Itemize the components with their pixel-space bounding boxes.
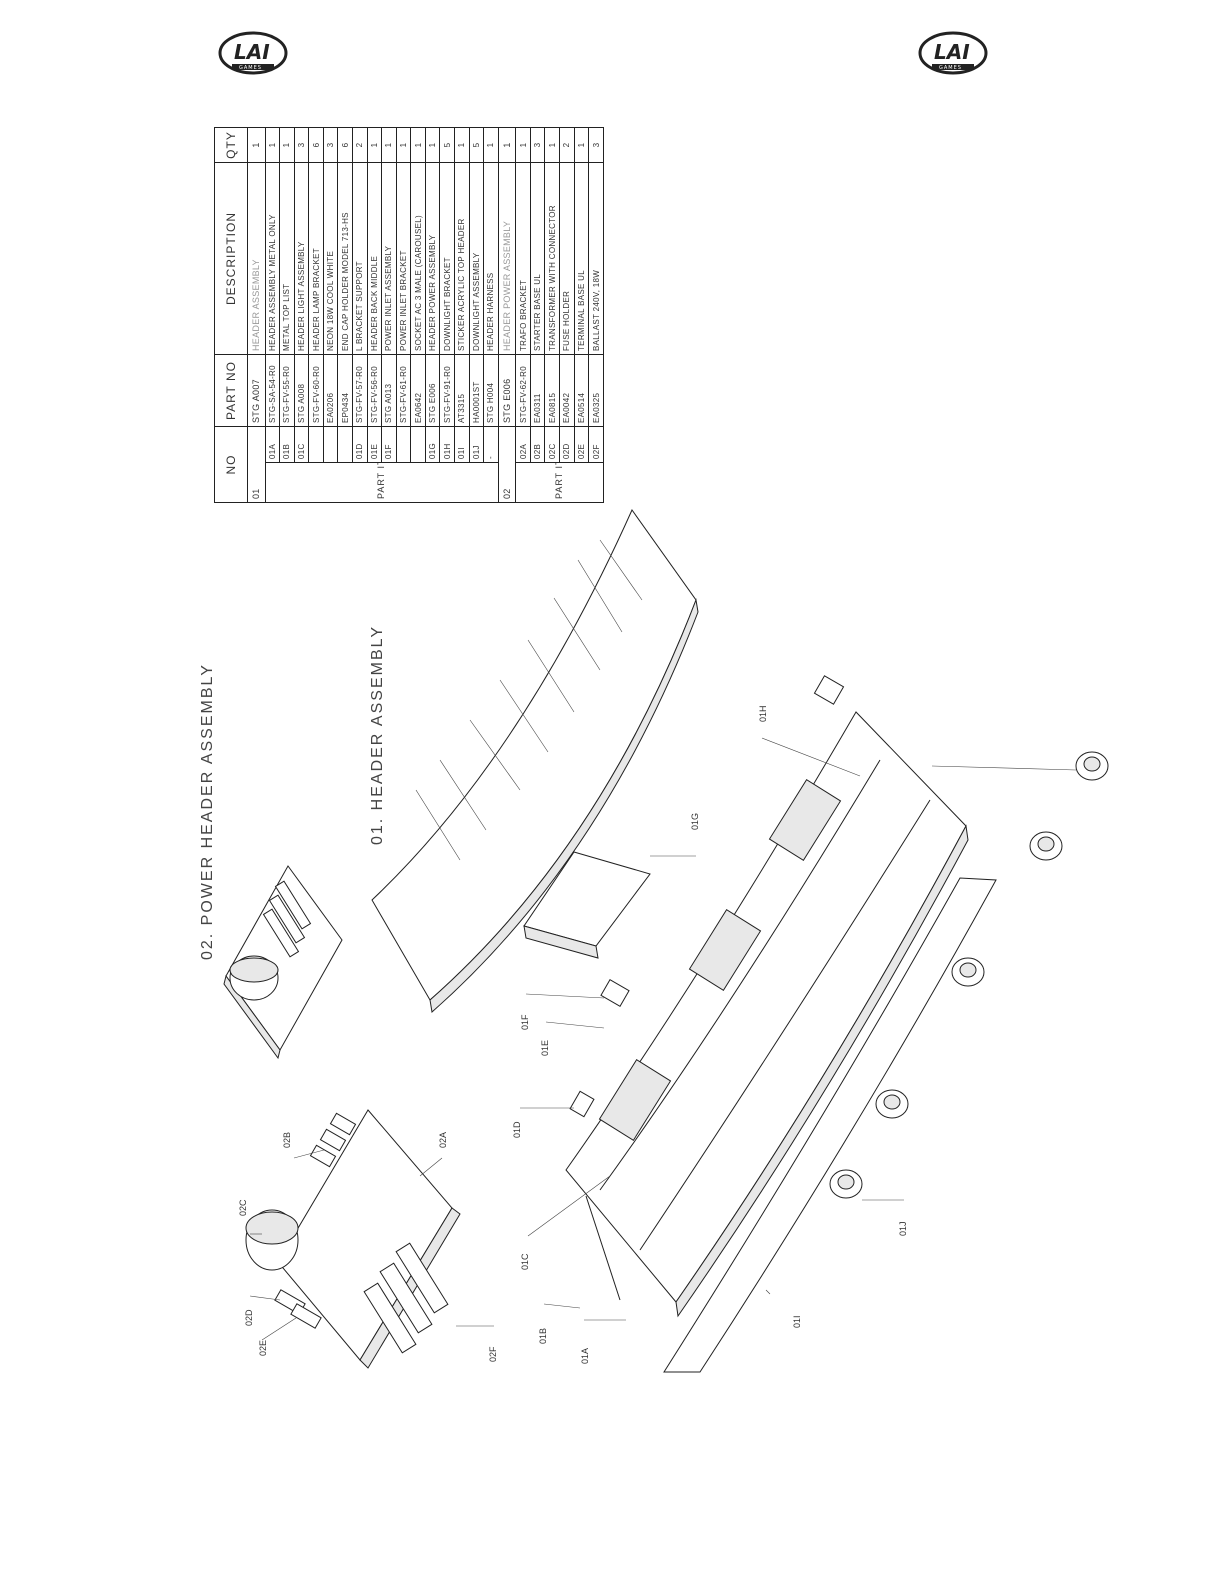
callout-01j: 01J bbox=[898, 1221, 908, 1236]
downlights bbox=[829, 751, 1109, 1199]
callout-01a: 01A bbox=[580, 1348, 590, 1364]
callout-02d: 02D bbox=[244, 1309, 254, 1326]
callout-01h: 01H bbox=[758, 705, 768, 722]
header-power-plate bbox=[523, 851, 651, 959]
downlight bbox=[1029, 831, 1063, 861]
power-inlet-bracket bbox=[600, 979, 630, 1007]
callout-leaders bbox=[249, 737, 1077, 1341]
acrylic-front-panel bbox=[663, 877, 997, 1373]
l-bracket-support bbox=[569, 1090, 595, 1118]
lai-logo-right: LAI GAMES bbox=[918, 28, 988, 78]
callout-02a: 02A bbox=[438, 1132, 448, 1148]
callout-02b: 02B bbox=[282, 1132, 292, 1148]
callout-02f: 02F bbox=[488, 1346, 498, 1362]
downlight bbox=[951, 957, 985, 987]
callout-01f: 01F bbox=[520, 1014, 530, 1030]
callout-02c: 02C bbox=[238, 1199, 248, 1216]
power-header-small-view bbox=[223, 865, 343, 1060]
svg-text:LAI: LAI bbox=[934, 40, 970, 64]
downlight bbox=[875, 1089, 909, 1119]
callout-01c: 01C bbox=[520, 1253, 530, 1270]
callout-01b: 01B bbox=[538, 1328, 548, 1344]
downlight bbox=[1075, 751, 1109, 781]
svg-text:GAMES: GAMES bbox=[239, 65, 262, 71]
callout-01d: 01D bbox=[512, 1121, 522, 1138]
svg-text:LAI: LAI bbox=[234, 40, 270, 64]
callout-01i: 01I bbox=[792, 1315, 802, 1328]
header-chassis bbox=[565, 711, 969, 1318]
power-header-assembly bbox=[245, 1109, 461, 1369]
callout-02e: 02E bbox=[258, 1340, 268, 1356]
callout-01g: 01G bbox=[690, 813, 700, 830]
downlight bbox=[829, 1169, 863, 1199]
power-header-title: 02. POWER HEADER ASSEMBLY bbox=[199, 663, 216, 960]
callout-labels: 02A 02B 02C 02D 02E 02F 01A 01B 01C 01D … bbox=[238, 705, 908, 1364]
lai-logo-left: LAI GAMES bbox=[218, 28, 288, 78]
downlight-bracket bbox=[813, 675, 845, 705]
callout-01e: 01E bbox=[540, 1040, 550, 1056]
header-top-panel bbox=[371, 508, 699, 1013]
header-assembly-title: 01. HEADER ASSEMBLY bbox=[369, 625, 386, 845]
svg-text:GAMES: GAMES bbox=[939, 65, 962, 71]
